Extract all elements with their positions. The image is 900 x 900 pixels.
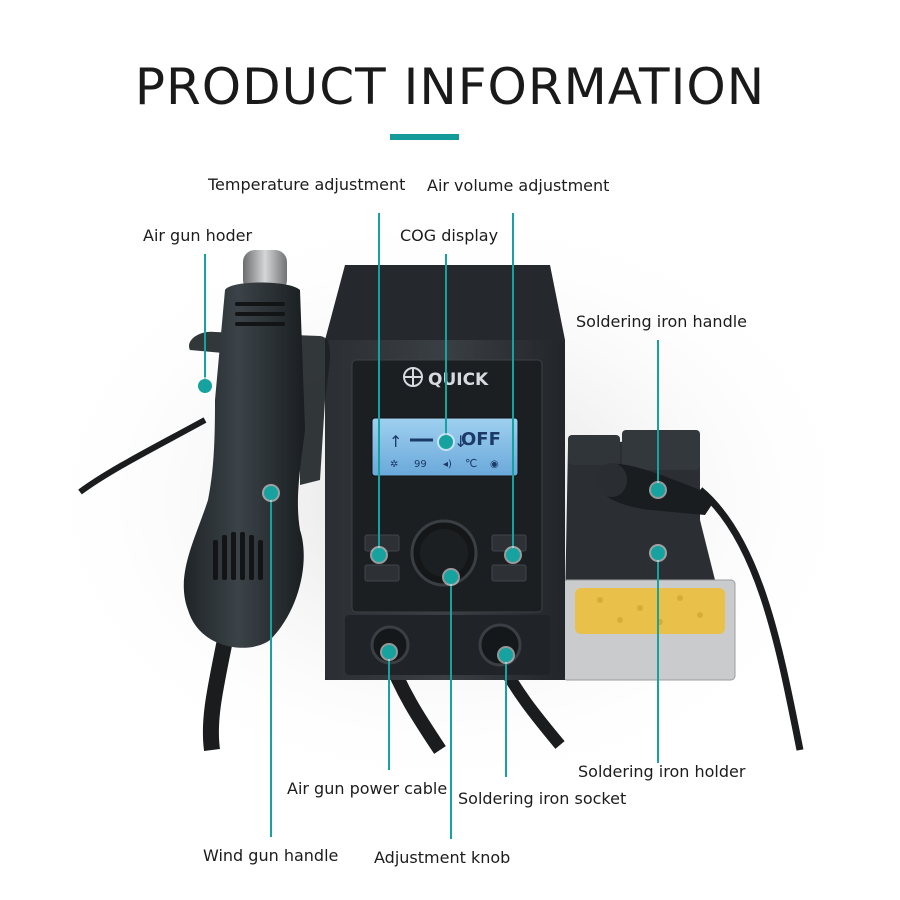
air-down-button[interactable]: [491, 564, 527, 582]
station-body: QUICK ↑ ↓ OFF ✲ 99 ◂) ℃ ◉: [325, 265, 565, 680]
svg-text:✲: ✲: [390, 459, 398, 470]
label-adjustment-knob: Adjustment knob: [374, 848, 511, 867]
line-air-volume-adjustment: [512, 213, 514, 555]
dot-air-gun-power-cable: [382, 645, 396, 659]
gun-cable-bottom: [202, 638, 233, 752]
dot-wind-gun-handle: [264, 486, 278, 500]
title-accent-bar: [390, 134, 459, 140]
label-air-gun-power-cable: Air gun power cable: [287, 779, 448, 798]
label-air-volume-adjustment: Air volume adjustment: [427, 176, 610, 195]
label-soldering-iron-socket: Soldering iron socket: [458, 789, 627, 808]
line-soldering-iron-socket: [505, 655, 507, 777]
line-adjustment-knob: [450, 577, 452, 839]
air-gun: [183, 250, 330, 648]
dot-cog-display: [439, 435, 453, 449]
dot-soldering-iron-holder: [651, 546, 665, 560]
label-soldering-iron-handle: Soldering iron handle: [576, 312, 748, 331]
dot-air-volume-adjustment: [506, 548, 520, 562]
label-air-gun-holder: Air gun hoder: [143, 226, 253, 245]
temp-down-button[interactable]: [364, 564, 400, 582]
dot-air-gun-holder: [198, 379, 212, 393]
lcd-off-text: OFF: [461, 429, 501, 450]
gun-cable-top: [78, 417, 207, 495]
lcd-unit: ℃: [465, 457, 477, 470]
gun-nozzle: [243, 250, 287, 292]
iron-handle-cable: [697, 487, 804, 751]
soldering-iron-holder: [562, 430, 736, 681]
label-wind-gun-handle: Wind gun handle: [203, 846, 339, 865]
dot-soldering-iron-handle: [651, 483, 665, 497]
dot-adjustment-knob: [444, 570, 458, 584]
dot-temperature-adjustment: [372, 548, 386, 562]
line-cog-display: [445, 254, 447, 442]
label-temperature-adjustment: Temperature adjustment: [208, 175, 406, 194]
svg-text:↓: ↓: [454, 432, 467, 451]
line-wind-gun-handle: [270, 493, 272, 837]
line-soldering-iron-handle: [657, 340, 659, 490]
page-title: PRODUCT INFORMATION: [134, 58, 766, 116]
svg-text:↑: ↑: [389, 432, 402, 451]
line-air-gun-power-cable: [388, 652, 390, 770]
dot-soldering-iron-socket: [499, 648, 513, 662]
svg-text:◂): ◂): [443, 459, 452, 470]
line-temperature-adjustment: [378, 213, 380, 555]
lcd-reading: 99: [414, 459, 427, 470]
line-air-gun-holder: [204, 254, 206, 386]
label-soldering-iron-holder: Soldering iron holder: [578, 762, 746, 781]
svg-text:◉: ◉: [490, 459, 499, 470]
brand-logo: QUICK: [428, 370, 489, 390]
label-cog-display: COG display: [400, 226, 499, 245]
line-soldering-iron-holder: [657, 553, 659, 763]
